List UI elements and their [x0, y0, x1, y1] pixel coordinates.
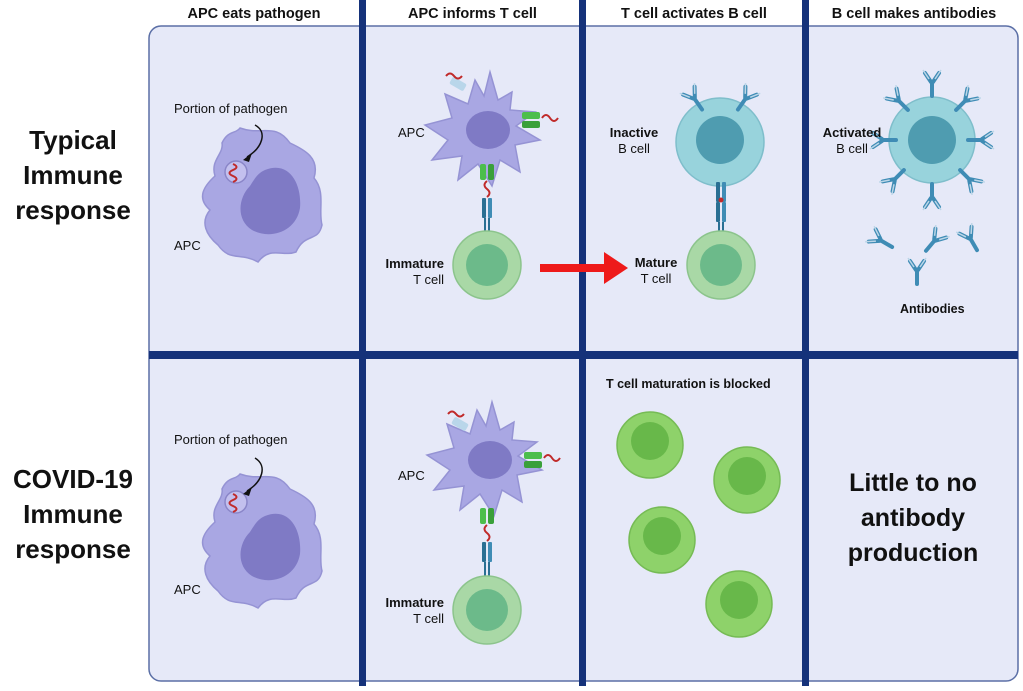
- inactive-b-cell: [675, 81, 765, 234]
- apc-label-row2-col2: APC: [398, 468, 425, 483]
- pathogen-arrowhead-row2: [243, 487, 252, 496]
- divider-2: [579, 0, 586, 686]
- b-cell-word-col3: B cell: [618, 141, 650, 156]
- immature-word-row1: Immature: [385, 256, 444, 271]
- apc-cell-row2: [201, 473, 323, 609]
- b-cell-word-col4: B cell: [836, 141, 868, 156]
- divider-3: [802, 0, 809, 686]
- inactive-b-cell-label: Inactive B cell: [604, 125, 664, 157]
- pathogen-arrowhead-row1: [243, 153, 252, 162]
- blocked-t-cell-2: [713, 446, 781, 514]
- t-cell-word-row2: T cell: [413, 611, 444, 626]
- portion-of-pathogen-label-row2: Portion of pathogen: [174, 432, 288, 447]
- immature-t-cell-label-row1: Immature T cell: [364, 256, 444, 288]
- immature-t-cell-row1: [452, 230, 522, 300]
- activated-word: Activated: [822, 125, 882, 140]
- t-cell-word-row1: T cell: [413, 272, 444, 287]
- maturation-arrow: [540, 252, 628, 284]
- immature-word-row2: Immature: [385, 595, 444, 610]
- apc-label-row1-col1: APC: [174, 238, 201, 253]
- row-divider: [149, 351, 1018, 359]
- blocked-t-cell-1: [616, 411, 684, 479]
- row-label-typical: Typical Immune response: [15, 125, 131, 225]
- column-header-3: T cell activates B cell: [621, 6, 767, 22]
- inactive-word: Inactive: [609, 125, 659, 140]
- portion-of-pathogen-label-row1: Portion of pathogen: [174, 101, 288, 116]
- column-header-4: B cell makes antibodies: [831, 6, 997, 22]
- t-maturation-blocked-note: T cell maturation is blocked: [606, 377, 771, 391]
- blocked-t-cell-4: [705, 570, 773, 638]
- apc-label-row1-col2: APC: [398, 125, 425, 140]
- immature-t-cell-row2: [452, 575, 522, 645]
- apc-label-row2-col1: APC: [174, 582, 201, 597]
- activated-b-cell: [868, 68, 996, 212]
- t-cell-word-col3: T cell: [640, 271, 672, 286]
- column-header-2: APC informs T cell: [408, 6, 537, 22]
- row-label-covid: COVID-19 Immune response: [13, 464, 133, 564]
- column-header-1: APC eats pathogen: [187, 6, 321, 22]
- mature-t-cell-label: Mature T cell: [628, 255, 684, 287]
- dendritic-apc-row1: [423, 69, 543, 188]
- mature-t-cell: [686, 230, 756, 300]
- activated-b-cell-label: Activated B cell: [816, 125, 888, 157]
- apc-receptor-row1: [445, 72, 559, 234]
- little-to-no-antibody-production: Little to no antibody production: [847, 469, 979, 567]
- immature-t-cell-label-row2: Immature T cell: [364, 595, 444, 627]
- antibodies-label: Antibodies: [900, 302, 965, 316]
- mature-word: Mature: [634, 255, 678, 270]
- dendritic-apc-row2: [425, 399, 545, 518]
- blocked-t-cell-3: [628, 506, 696, 574]
- divider-1: [359, 0, 366, 686]
- apc-cell-row1: [201, 127, 323, 263]
